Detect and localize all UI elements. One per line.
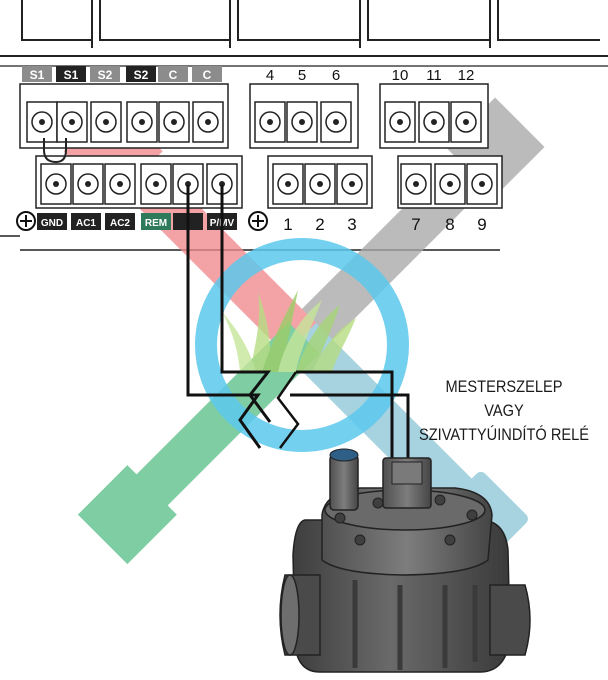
top-screw-mid-1 — [254, 101, 286, 143]
top-label-6: C — [192, 66, 222, 82]
bottom-number-8: 8 — [445, 215, 454, 234]
bottom-label-2: AC1 — [71, 213, 101, 230]
bottom-label-3: AC2 — [105, 213, 135, 230]
bottom-screw-mid-2 — [304, 163, 336, 205]
svg-text:GND: GND — [41, 218, 63, 229]
bottom-screw-left-4 — [140, 163, 172, 205]
top-label-1: S1 — [22, 66, 52, 82]
bottom-number-9: 9 — [477, 215, 486, 234]
bottom-label-1: GND — [37, 213, 67, 230]
grass-icon — [222, 290, 356, 372]
bottom-number-3: 3 — [347, 215, 356, 234]
top-label-5: C — [158, 66, 188, 82]
svg-text:C: C — [203, 68, 212, 82]
svg-text:S2: S2 — [98, 68, 113, 82]
top-label-2: S1 — [56, 66, 86, 82]
caption-line-2: VAGY — [484, 401, 524, 420]
svg-text:S1: S1 — [30, 68, 45, 82]
bottom-screw-right-2 — [434, 163, 466, 205]
jumper-wire — [43, 138, 67, 164]
top-number-4: 4 — [266, 67, 274, 84]
bottom-label-4: REM — [141, 213, 171, 230]
top-screw-left-4 — [126, 101, 158, 143]
top-screw-right-3 — [450, 101, 482, 143]
caption-line-3: SZIVATTYÚINDÍTÓ RELÉ — [418, 425, 590, 444]
bottom-screw-mid-3 — [336, 163, 368, 205]
svg-text:C: C — [169, 68, 178, 82]
bottom-screw-mid-1 — [272, 163, 304, 205]
top-screw-left-1 — [26, 101, 58, 143]
top-screw-right-1 — [384, 101, 416, 143]
top-label-3: S2 — [90, 66, 120, 82]
valve-caption: MESTERSZELEP VAGY SZIVATTYÚINDÍTÓ RELÉ — [415, 375, 594, 447]
top-number-10: 10 — [392, 67, 409, 84]
svg-text:S1: S1 — [64, 68, 79, 82]
top-number-12: 12 — [458, 67, 475, 84]
top-screw-left-5 — [158, 101, 190, 143]
svg-text:REM: REM — [145, 218, 167, 229]
top-label-strip: S1 S1 S2 S2 C C 4 5 6 10 11 12 — [22, 66, 474, 84]
top-number-6: 6 — [332, 67, 340, 84]
top-number-5: 5 — [298, 67, 306, 84]
bottom-screw-left-3 — [104, 163, 136, 205]
top-screw-mid-3 — [320, 101, 352, 143]
bottom-number-2: 2 — [315, 215, 324, 234]
top-screw-right-2 — [418, 101, 450, 143]
top-screw-left-3 — [90, 101, 122, 143]
top-label-4: S2 — [126, 66, 156, 82]
bottom-screw-left-2 — [72, 163, 104, 205]
bottom-number-7: 7 — [411, 215, 420, 234]
cyan-ring-watermark — [195, 238, 409, 452]
top-screw-mid-2 — [286, 101, 318, 143]
svg-text:AC2: AC2 — [110, 218, 130, 229]
bottom-terminal-blocks — [35, 155, 503, 209]
svg-text:S2: S2 — [134, 68, 149, 82]
top-number-11: 11 — [426, 67, 442, 84]
bottom-screw-right-1 — [400, 163, 432, 205]
top-screw-left-2 — [56, 101, 88, 143]
svg-text:AC1: AC1 — [76, 218, 96, 229]
ground-icon — [248, 211, 268, 231]
bottom-screw-left-1 — [40, 163, 72, 205]
top-terminal-blocks — [19, 83, 489, 149]
top-screw-left-6 — [192, 101, 224, 143]
bottom-screw-right-3 — [466, 163, 498, 205]
valve-icon — [279, 448, 531, 673]
bottom-number-1: 1 — [283, 215, 292, 234]
caption-line-1: MESTERSZELEP — [445, 377, 563, 396]
ground-icon — [16, 211, 36, 231]
